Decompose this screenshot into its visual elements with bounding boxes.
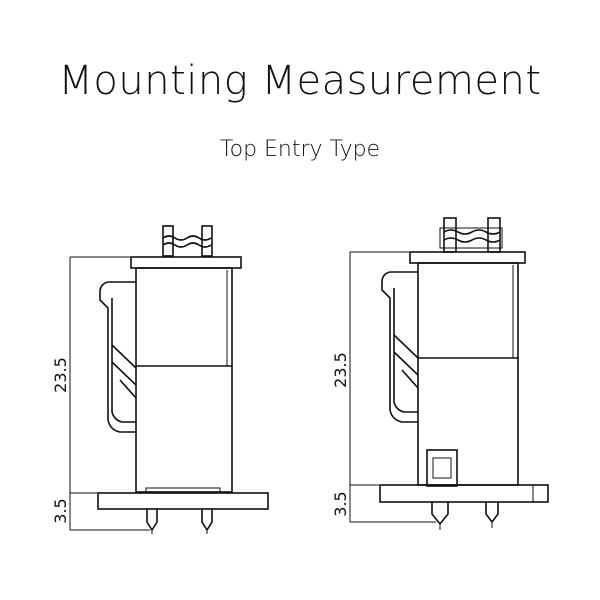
left-base-plate: [97, 492, 269, 510]
right-top-pins: [439, 217, 503, 253]
left-dim-23-5: 23.5: [51, 357, 70, 393]
page-title: Mounting Measurement: [58, 58, 542, 104]
right-socket: [426, 449, 458, 487]
right-dim-23-5: 23.5: [331, 352, 350, 388]
right-dimension: [349, 251, 436, 523]
right-pin-2: [485, 502, 499, 524]
right-latch: [381, 271, 418, 423]
left-latch: [99, 281, 136, 433]
page-subtitle: Top Entry Type: [219, 137, 381, 162]
right-body: [417, 262, 519, 486]
right-connector-drawing: 23.5 3.5: [331, 217, 549, 530]
left-top-flange: [130, 256, 242, 269]
left-dimension: [69, 256, 150, 531]
left-top-pins: [162, 225, 213, 257]
left-dim-3-5: 3.5: [51, 498, 70, 523]
left-pin-1: [146, 509, 158, 532]
left-body: [135, 267, 233, 493]
left-connector-drawing: 23.5 3.5: [51, 225, 269, 534]
right-base-plate: [379, 484, 549, 503]
right-dim-3-5: 3.5: [331, 491, 350, 516]
left-pin-2: [201, 509, 213, 532]
right-pin-1: [431, 502, 449, 526]
right-top-flange: [409, 251, 526, 264]
